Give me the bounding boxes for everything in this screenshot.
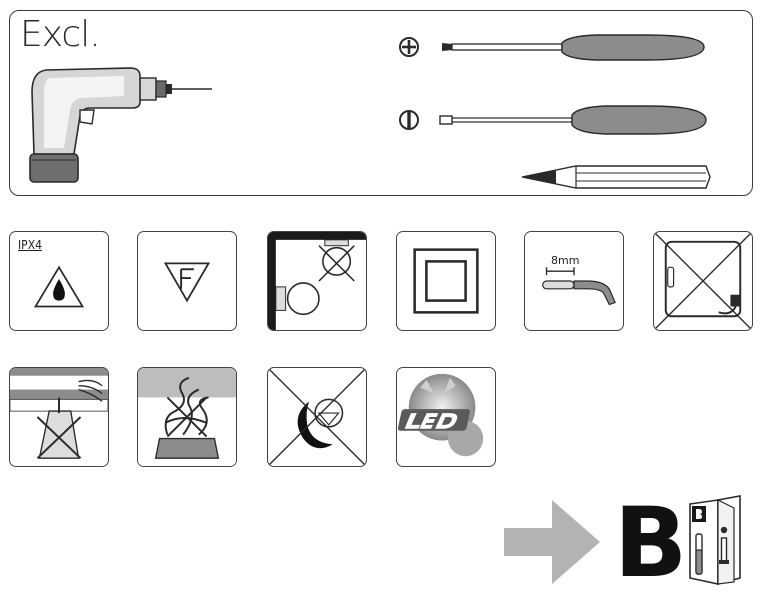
excluded-label: Excl. bbox=[20, 14, 101, 55]
tangled-wires-prohibited-icon bbox=[138, 368, 236, 466]
ceiling-mount-prohibited-icon bbox=[268, 232, 366, 330]
stripped-wire-icon bbox=[542, 267, 616, 306]
drill-icon bbox=[29, 67, 212, 183]
flathead-screwdriver-icon bbox=[399, 105, 707, 135]
double-square-icon bbox=[413, 248, 479, 314]
no-drill-cables-tile bbox=[9, 367, 109, 467]
reference-letter: B bbox=[614, 487, 688, 599]
ipx-rating-label: IPX4 bbox=[18, 238, 42, 252]
pencil-icon bbox=[521, 165, 711, 189]
wire-strip-tile: 8mm bbox=[524, 231, 624, 331]
required-tools-panel bbox=[9, 10, 753, 196]
phillips-screwdriver-icon bbox=[399, 34, 705, 61]
ipx4-tile: IPX4 bbox=[9, 231, 109, 331]
no-dimmer-tile bbox=[267, 367, 367, 467]
led-logo-icon bbox=[397, 373, 484, 457]
f-symbol-tile bbox=[137, 231, 237, 331]
arrow-right-icon bbox=[504, 500, 600, 584]
class-ii-tile bbox=[396, 231, 496, 331]
f-triangle-icon bbox=[163, 262, 211, 303]
wiring-box-prohibited-icon bbox=[654, 232, 752, 330]
wall-mount-only-tile bbox=[267, 231, 367, 331]
no-tangled-wires-tile bbox=[137, 367, 237, 467]
dimmer-prohibited-icon bbox=[268, 368, 366, 466]
strip-length-label: 8mm bbox=[551, 254, 580, 267]
led-tile bbox=[396, 367, 496, 467]
no-wiring-box-tile bbox=[653, 231, 753, 331]
water-drop-triangle-icon bbox=[33, 265, 85, 308]
manual-booklet-icon bbox=[689, 495, 741, 586]
drill-into-wall-prohibited-icon bbox=[10, 368, 108, 459]
